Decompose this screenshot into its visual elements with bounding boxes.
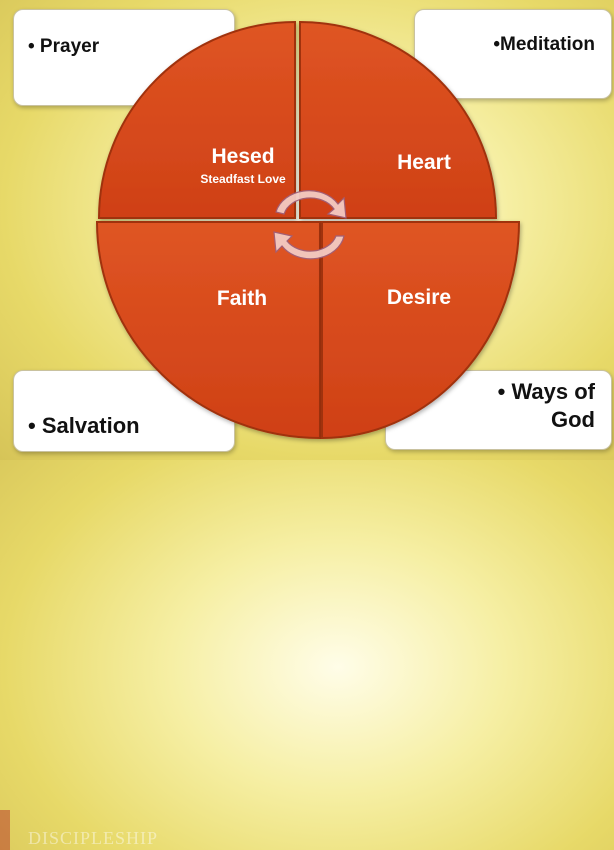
cycle-arrows-icon [273, 190, 347, 260]
salvation-text: • Salvation [28, 413, 140, 438]
quadrant-heart [299, 20, 498, 219]
meditation-text: •Meditation [493, 34, 595, 55]
logo-text: DISCIPLESHIP [28, 828, 159, 848]
hesed-sublabel: Steadfast Love [200, 172, 286, 186]
hesed-label: Hesed [211, 145, 274, 168]
desire-label: Desire [387, 286, 451, 309]
ways-of-god-text: • Ways of God [497, 379, 595, 432]
quadrant-desire [321, 221, 521, 440]
quadrant-faith [95, 221, 321, 440]
logo-bar [0, 810, 10, 850]
heart-label: Heart [397, 151, 451, 174]
faith-label: Faith [217, 287, 267, 310]
prayer-text: • Prayer [28, 36, 100, 57]
quadrant-circle-diagram: Hesed Steadfast Love Heart Faith Desire [95, 20, 521, 440]
quadrant-hesed [97, 20, 296, 219]
meditation-box: •Meditation [414, 9, 612, 99]
